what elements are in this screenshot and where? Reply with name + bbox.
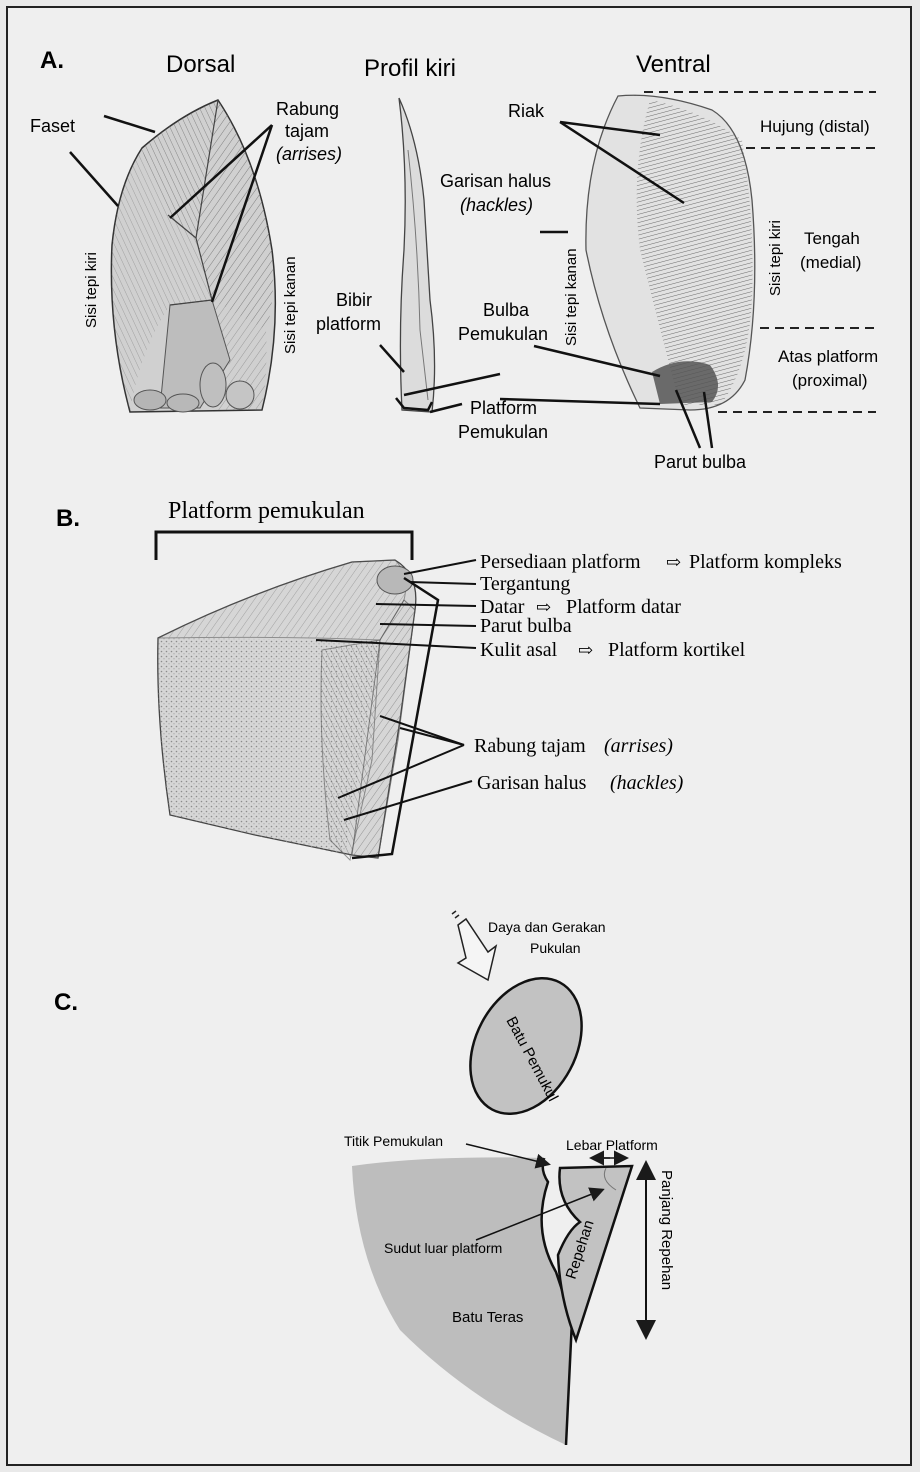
label-sisi-kanan: Sisi tepi kanan [282,256,299,354]
profile-title: Profil kiri [364,55,456,82]
label-titik: Titik Pemukulan [344,1133,443,1149]
leader-tergantung [410,582,476,584]
ventral-flake [586,95,755,410]
label-rabung-3: (arrises) [276,144,342,164]
panel-b-labels: Persediaan platform ⇨ Platform kompleks … [474,551,842,794]
arrow-datar: ⇨ [536,597,551,617]
label-platform-datar: Platform datar [566,596,681,618]
platform-bracket [156,532,412,560]
label-garisan-1: Garisan halus [440,171,551,191]
dorsal-title: Dorsal [166,51,235,78]
label-daya-1: Daya dan Gerakan [488,919,606,935]
label-lebar: Lebar Platform [566,1137,658,1153]
label-rabung-b: Rabung tajam [474,735,586,757]
label-garisan-2: (hackles) [460,195,533,215]
label-platform-kompleks: Platform kompleks [689,551,842,573]
label-bulba-2: Pemukulan [458,324,548,344]
label-kulit-asal: Kulit asal [480,639,558,661]
label-hujung: Hujung (distal) [760,117,870,136]
label-atas-2: (proximal) [792,371,868,390]
label-tengah-2: (medial) [800,253,861,272]
ventral-title: Ventral [636,51,711,78]
label-rabung-2: tajam [285,121,329,141]
panel-b-title: Platform pemukulan [168,498,365,524]
leader-faset-2 [70,152,118,206]
label-sisi-kiri-ventral: Sisi tepi kiri [767,220,784,296]
dorsal-flake [111,100,275,412]
profile-flake [396,98,435,412]
leader-rabung-b-2 [400,728,464,745]
label-parut-bulba: Parut bulba [654,452,747,472]
label-atas-1: Atas platform [778,347,878,366]
leader-platform-profile [430,404,462,412]
label-riak: Riak [508,101,545,121]
label-persediaan: Persediaan platform [480,551,641,573]
panel-b-letter: B. [56,505,80,532]
label-bibir-2: platform [316,314,381,334]
label-faset: Faset [30,116,75,136]
label-sisi-kanan-profile: Sisi tepi kanan [563,248,580,346]
panel-c-letter: C. [54,989,78,1016]
label-platform-2: Pemukulan [458,422,548,442]
label-sudut: Sudut luar platform [384,1240,502,1256]
leader-persediaan [404,560,476,574]
label-parut-bulba-b: Parut bulba [480,615,572,637]
label-tengah-1: Tengah [804,229,860,248]
leader-faset-1 [104,116,155,132]
label-batu-teras: Batu Teras [452,1309,523,1326]
label-platform-kortikel: Platform kortikel [608,639,746,661]
label-sisi-kiri: Sisi tepi kiri [83,252,100,328]
arrow-persediaan: ⇨ [666,552,681,572]
batu-teras-shape [352,1157,572,1445]
label-bibir-1: Bibir [336,290,372,310]
label-daya-2: Pukulan [530,940,581,956]
label-panjang: Panjang Repehan [658,1170,675,1290]
label-garisan-b: Garisan halus [477,772,587,794]
panel-a-letter: A. [40,47,64,74]
label-rabung-1: Rabung [276,99,339,119]
arrow-kulit: ⇨ [578,640,593,660]
label-tergantung: Tergantung [480,573,570,595]
label-garisan-b-em: (hackles) [610,772,684,794]
label-bulba-1: Bulba [483,300,530,320]
label-rabung-b-em: (arrises) [604,735,673,757]
